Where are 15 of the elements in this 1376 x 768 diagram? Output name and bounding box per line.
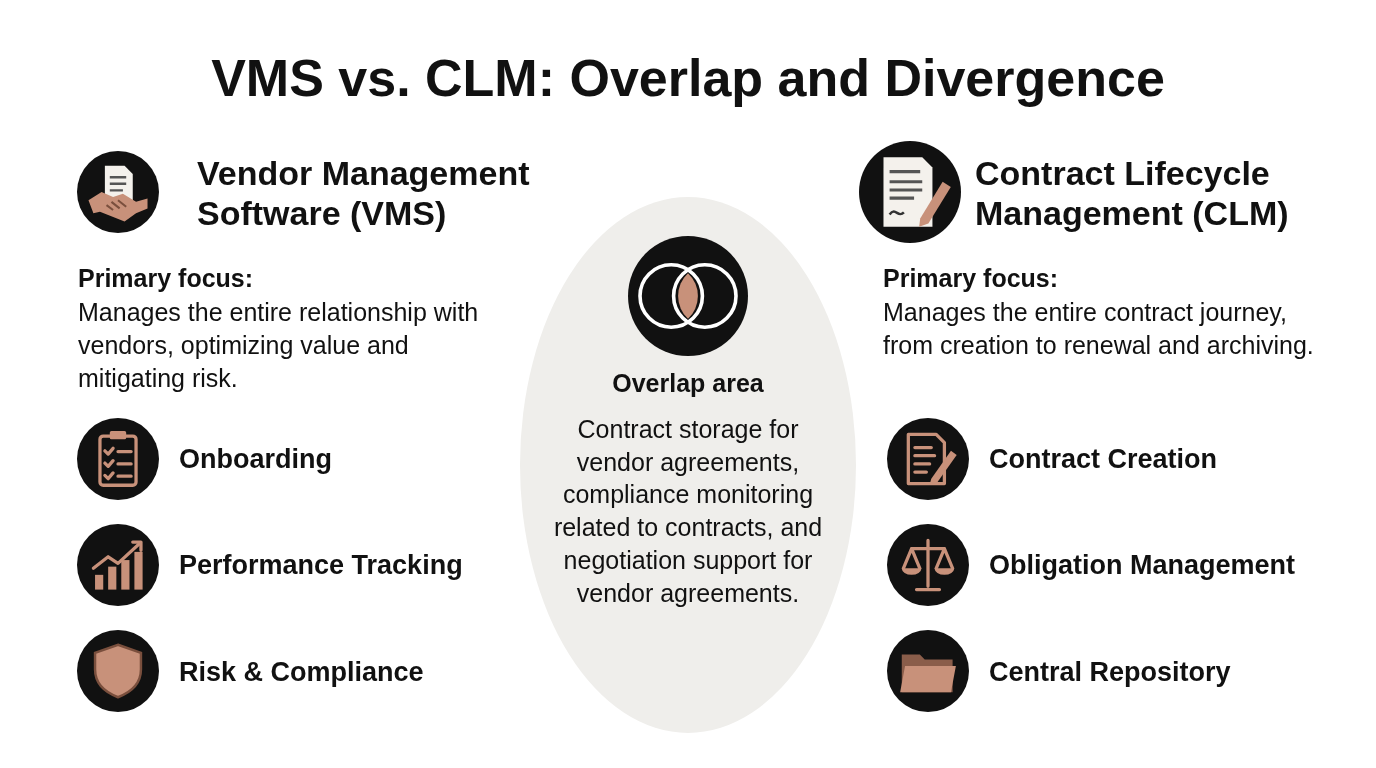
subheading: Primary focus: [78,263,255,294]
heading: Contract Lifecycle Management (CLM) [975,153,1290,233]
feature-label: Central Repository [989,656,1232,689]
feature-label: Contract Creation [989,443,1219,476]
feature-label: Risk & Compliance [179,656,425,689]
heading: Vendor Management Software (VMS) [197,153,531,233]
title-text: VMS vs. CLM: Overlap and Divergence [210,48,1166,108]
description-text: Manages the entire relationship with vendors, optimizing value and mitigating risk. [78,297,480,394]
feature-label: Performance Tracking [179,549,464,582]
feature-label: Onboarding [179,443,333,476]
description-text: Manages the entire contract journey, from creation to renewal and archiving. [883,297,1315,361]
subheading: Primary focus: [883,263,1060,294]
overlap-heading: Overlap area [611,368,765,399]
feature-label: Obligation Management [989,549,1297,582]
overlap-description: Contract storage for vendor agreements, compliance monitoring related to contracts, and negotiation support for vendor agreements. [552,414,824,609]
